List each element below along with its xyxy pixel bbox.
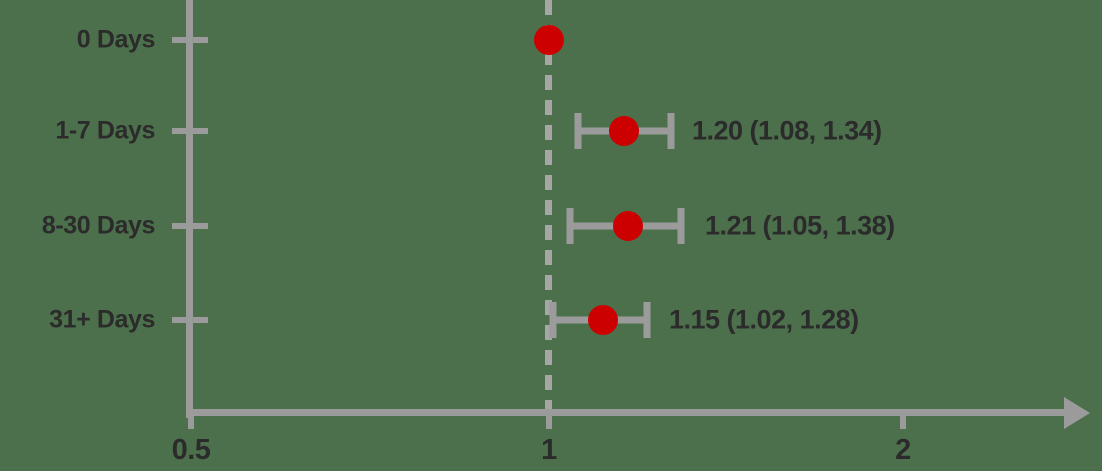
x-axis-tick [546, 409, 552, 429]
x-axis-line [186, 409, 1072, 416]
y-axis-category-label: 0 Days [76, 25, 156, 54]
confidence-interval-lower-cap [566, 208, 574, 244]
y-axis-category-label: 8-30 Days [41, 211, 156, 240]
confidence-interval-upper-cap [643, 302, 651, 338]
confidence-interval-upper-cap [667, 113, 675, 149]
x-axis-arrow-icon [1064, 397, 1090, 429]
x-axis-tick-label: 1 [541, 434, 557, 466]
x-axis-tick [188, 409, 194, 429]
y-axis-tick [172, 128, 208, 134]
point-estimate-marker [613, 211, 643, 241]
y-axis-line [186, 0, 193, 418]
point-estimate-marker [609, 116, 639, 146]
y-axis-tick [172, 223, 208, 229]
y-axis-tick [172, 37, 208, 43]
confidence-interval-lower-cap [549, 302, 557, 338]
confidence-interval-upper-cap [677, 208, 685, 244]
x-axis-tick-label: 2 [895, 434, 911, 466]
estimate-ci-annotation: 1.21 (1.05, 1.38) [705, 210, 895, 241]
y-axis-tick [172, 317, 208, 323]
y-axis-category-label: 1-7 Days [55, 116, 155, 145]
x-axis-tick-label: 0.5 [171, 434, 211, 466]
point-estimate-marker [588, 305, 618, 335]
point-estimate-marker [534, 25, 564, 55]
confidence-interval-lower-cap [574, 113, 582, 149]
y-axis-category-label: 31+ Days [49, 305, 155, 334]
estimate-ci-annotation: 1.15 (1.02, 1.28) [669, 304, 859, 335]
reference-line-at-one [545, 0, 552, 410]
x-axis-tick [900, 409, 906, 429]
estimate-ci-annotation: 1.20 (1.08, 1.34) [692, 115, 882, 146]
